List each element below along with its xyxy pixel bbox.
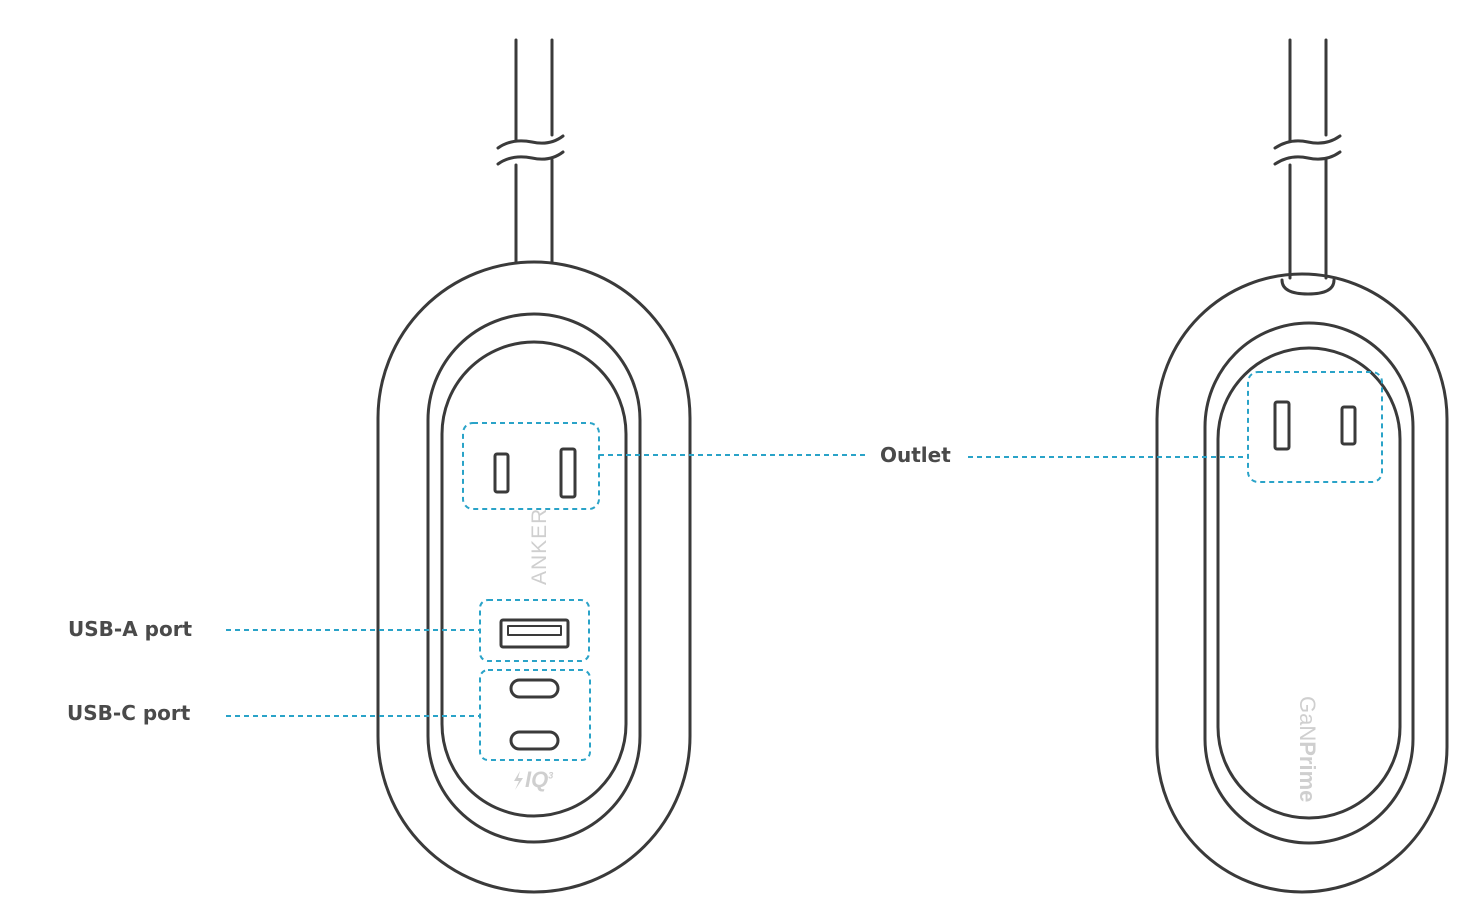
iq-text: IQ [525,767,549,792]
cable-strain-relief [1280,278,1336,296]
front-view-device [376,38,692,894]
back-outlet-slot-right [1340,405,1357,446]
iq-bolt-icon [514,771,523,790]
front-outer-shell [376,260,692,894]
front-cable [496,38,565,264]
back-outlet-highlight-box [1247,371,1383,483]
cable-break-mark [1273,134,1342,166]
back-view-device [1155,38,1449,894]
front-face-plate [440,340,628,818]
front-inner-ring [426,312,642,844]
front-outlet-slot-left [493,452,510,494]
usb-a-port-label: USB-A port [68,617,193,641]
usb-c-socket-bottom [509,730,560,751]
front-callouts [226,422,868,761]
back-outlet-slot-left [1273,400,1291,451]
outlet-highlight-box [462,422,600,510]
gan-text: GaN [1295,696,1320,742]
usb-a-tongue [507,625,562,636]
front-outlet-slot-right [559,447,577,499]
ganprime-logo: GaNPrime [1294,696,1320,802]
outlet-label: Outlet [880,443,951,467]
back-cable [1273,38,1342,296]
usb-c-highlight-box [479,669,591,761]
back-inner-ring [1203,321,1415,845]
iq-superscript: 3 [548,770,554,781]
usb-c-socket-top [509,678,560,699]
anker-logo-text: ANKER [528,507,551,585]
back-face-plate [1216,346,1402,820]
back-outer-shell [1155,272,1449,894]
prime-text: Prime [1295,741,1320,803]
usb-a-highlight-box [479,599,590,662]
cable-break-mark [496,134,565,166]
usb-a-socket [499,618,570,649]
usb-c-port-label: USB-C port [67,701,191,725]
back-callouts [968,371,1383,483]
iq-tech-mark: IQ3 [525,767,553,793]
